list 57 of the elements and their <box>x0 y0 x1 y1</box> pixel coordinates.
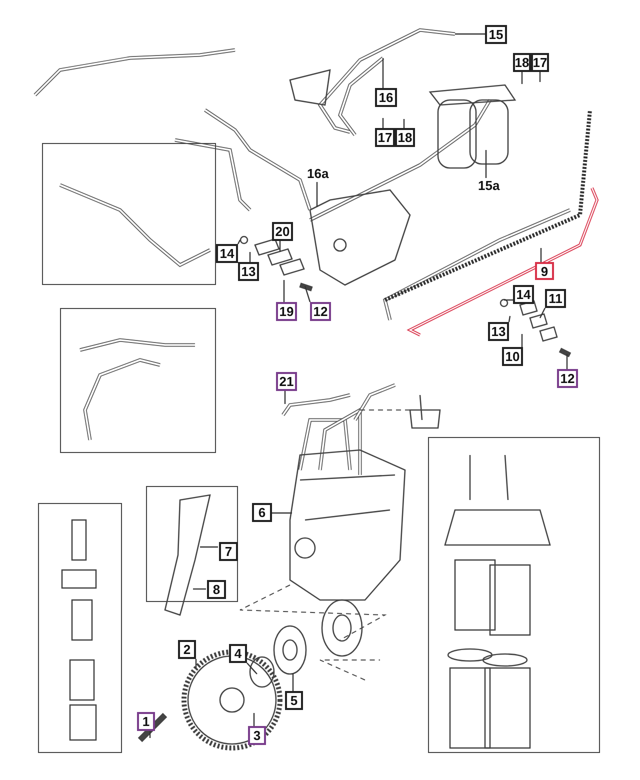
leader-line <box>382 118 384 128</box>
callout-number: 17 <box>531 53 549 72</box>
leader-line <box>485 150 487 178</box>
leader-line <box>540 248 542 262</box>
callout-number: 16 <box>375 88 397 107</box>
leader-line <box>566 354 568 369</box>
leader-line <box>382 58 384 88</box>
leader-line <box>521 334 523 347</box>
part-label: 16a <box>306 166 330 181</box>
inset-frame <box>42 143 216 285</box>
callout-number: 12 <box>310 302 331 321</box>
callout-number: 18 <box>513 53 531 72</box>
leader-line <box>249 252 251 262</box>
callout-number: 4 <box>229 644 247 663</box>
callout-number: 8 <box>207 580 226 599</box>
callout-number: 21 <box>276 372 297 391</box>
leader-line <box>292 673 294 691</box>
leader-line <box>253 713 255 726</box>
callout-number: 13 <box>488 322 509 341</box>
callout-number: 6 <box>252 503 272 522</box>
part-label: 15a <box>477 178 501 193</box>
leader-line <box>508 316 511 322</box>
callout-number: 17 <box>375 128 395 147</box>
leader-line <box>316 182 318 207</box>
leader-line <box>304 286 311 302</box>
inset-frame <box>428 437 600 753</box>
callout-number: 7 <box>219 542 238 561</box>
callout-number: 20 <box>272 222 293 241</box>
leader-line <box>539 72 541 82</box>
leader-line <box>279 241 281 252</box>
callout-number: 18 <box>395 128 415 147</box>
leader-line <box>193 588 206 590</box>
inset-frame <box>38 503 122 753</box>
callout-number: 15 <box>485 25 507 44</box>
callout-number: 13 <box>238 262 259 281</box>
leader-line <box>272 512 292 514</box>
leader-line <box>455 33 485 35</box>
leader-line <box>283 280 285 302</box>
callout-number: 10 <box>502 347 523 366</box>
callout-number: 5 <box>285 691 303 710</box>
callout-number: 19 <box>276 302 297 321</box>
callout-number: 9 <box>535 262 554 280</box>
leader-line <box>284 391 286 404</box>
callout-number: 14 <box>216 244 238 263</box>
leader-line <box>237 240 241 244</box>
callout-number: 11 <box>545 289 566 308</box>
leader-line <box>200 546 218 548</box>
leader-line <box>246 662 258 674</box>
leader-line <box>521 72 523 84</box>
callout-number: 14 <box>513 285 534 304</box>
inset-frame <box>146 486 238 602</box>
leader-line <box>539 308 546 318</box>
callout-number: 1 <box>137 712 155 731</box>
callout-number: 12 <box>557 369 578 388</box>
callout-number: 3 <box>248 726 266 745</box>
callout-number: 2 <box>178 640 196 659</box>
inset-frame <box>60 308 216 453</box>
